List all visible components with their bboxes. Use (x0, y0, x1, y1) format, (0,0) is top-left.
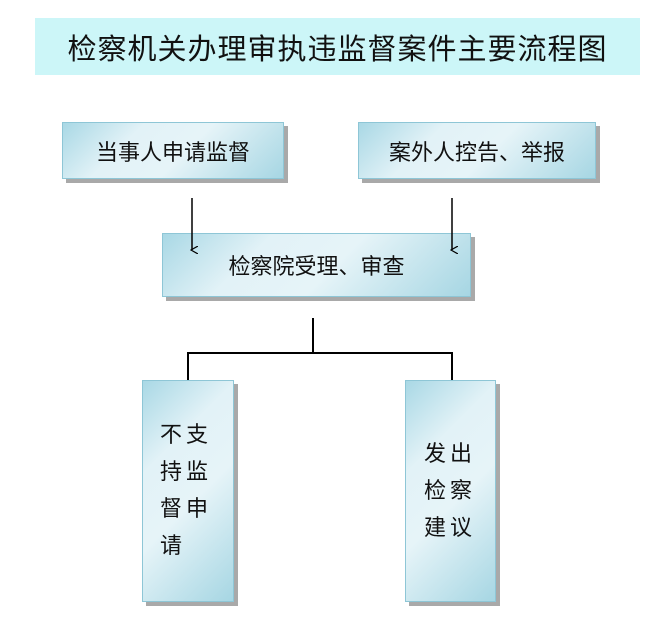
node-issue-suggestion: 发出检察建议 (405, 380, 496, 602)
node-procuratorate-review: 检察院受理、审查 (162, 233, 471, 297)
node-not-support: 不支持监督申请 (142, 380, 234, 602)
node-outsider-complaint: 案外人控告、举报 (358, 122, 596, 179)
node-party-application: 当事人申请监督 (62, 122, 284, 179)
node-not-support-label: 不支持监督申请 (160, 423, 213, 559)
page-title: 检察机关办理审执违监督案件主要流程图 (35, 18, 640, 75)
branch-connector (187, 318, 453, 380)
node-issue-suggestion-label: 发出检察建议 (424, 442, 477, 541)
